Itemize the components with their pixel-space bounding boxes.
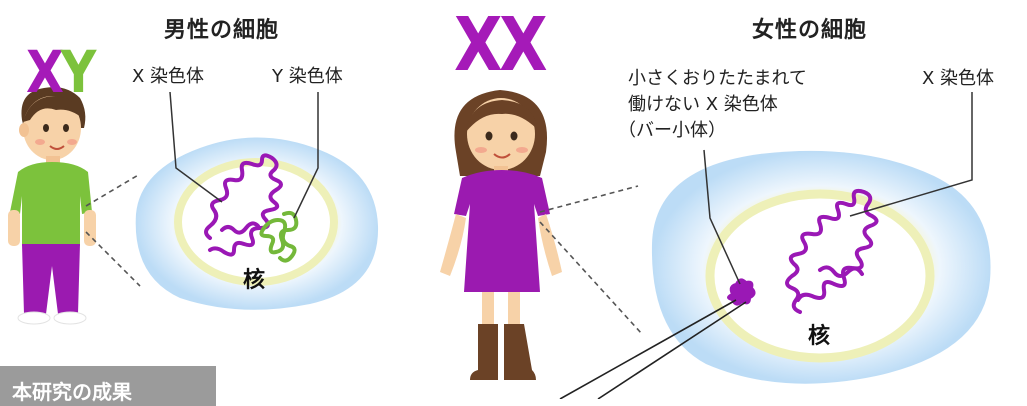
- female-dress: [454, 170, 550, 292]
- male-figure: [8, 87, 96, 325]
- female-cell: [559, 92, 991, 399]
- footer-text: 本研究の成果: [12, 380, 132, 404]
- barr-body-label-line1: 小さくおりたたまれて: [628, 68, 807, 89]
- male-zoom-line-top: [85, 173, 141, 207]
- magnifier-line-2: [597, 301, 747, 399]
- female-x-leader: [849, 92, 973, 217]
- male-cell-title: 男性の細胞: [164, 18, 280, 43]
- footer-banner: 本研究の成果: [0, 366, 216, 406]
- male-y-leader: [293, 92, 319, 219]
- magnifier-line-1: [559, 299, 737, 399]
- male-y-label: Y 染色体: [272, 66, 343, 87]
- barr-leader: [703, 149, 741, 285]
- female-zoom-line-bottom: [539, 221, 643, 335]
- male-nucleus-label: 核: [243, 268, 266, 293]
- female-zoom-line-top: [539, 185, 639, 213]
- male-cell: [135, 91, 379, 310]
- male-letter-y: Y: [60, 38, 97, 106]
- female-boots: [470, 324, 498, 380]
- male-letter-x: X: [26, 38, 64, 106]
- male-x-label: X 染色体: [132, 66, 205, 87]
- female-x-label: X 染色体: [922, 68, 995, 89]
- male-xy-letters: XY: [26, 38, 97, 106]
- barr-body-label-line2: 働けない X 染色体: [628, 94, 778, 115]
- male-zoom-line-bottom: [85, 231, 141, 287]
- female-nucleus-label: 核: [808, 324, 831, 349]
- male-x-chromosome: [204, 153, 283, 257]
- male-pants: [22, 244, 80, 314]
- female-xx-letters: XX: [454, 2, 548, 88]
- female-nucleus: [705, 189, 935, 363]
- male-y-chromosome: [259, 210, 299, 263]
- male-x-leader: [169, 91, 223, 203]
- male-shirt: [10, 162, 92, 246]
- female-figure: [440, 90, 562, 380]
- barr-body-label-line3: （バー小体）: [618, 120, 726, 141]
- female-cell-title: 女性の細胞: [752, 18, 868, 43]
